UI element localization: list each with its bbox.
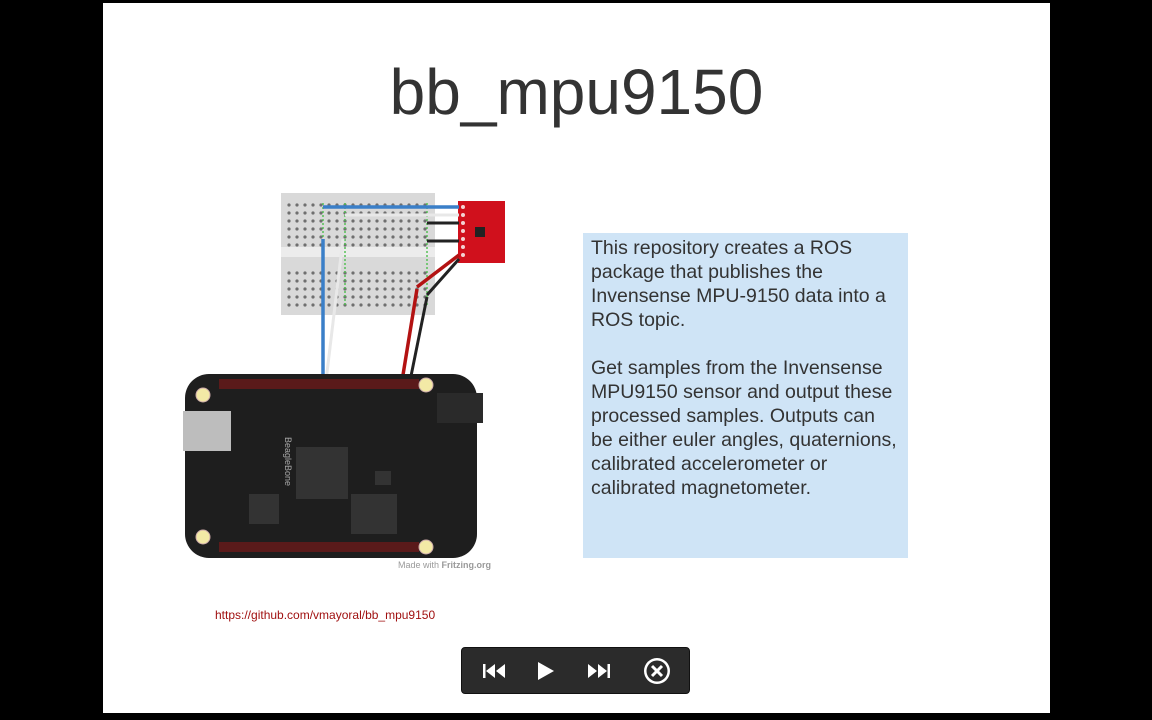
play-icon [538, 661, 554, 680]
description-paragraph-1: This repository creates a ROS package th… [591, 237, 886, 331]
slide: bb_mpu9150 [103, 3, 1050, 713]
close-icon [644, 657, 670, 684]
description-box: This repository creates a ROS package th… [583, 233, 908, 558]
next-button[interactable] [576, 648, 620, 693]
previous-button[interactable] [473, 648, 517, 693]
previous-icon [483, 663, 505, 678]
slide-title: bb_mpu9150 [389, 56, 764, 128]
description-paragraph-2: Get samples from the Invensense MPU9150 … [591, 357, 897, 499]
repository-link[interactable]: https://github.com/vmayoral/bb_mpu9150 [215, 608, 436, 622]
play-button[interactable] [524, 648, 568, 693]
player-controls [461, 647, 690, 694]
fritzing-credit: Made with Fritzing.org [398, 560, 491, 570]
board-label: BeagleBone [283, 437, 293, 486]
wiring-diagram: BeagleBone [181, 189, 511, 579]
credit-brand: Fritzing.org [441, 560, 492, 570]
credit-prefix: Made with [398, 560, 440, 570]
next-icon [588, 663, 610, 678]
close-button[interactable] [635, 648, 679, 693]
breadboard-diagram-image: BeagleBone [183, 193, 505, 558]
